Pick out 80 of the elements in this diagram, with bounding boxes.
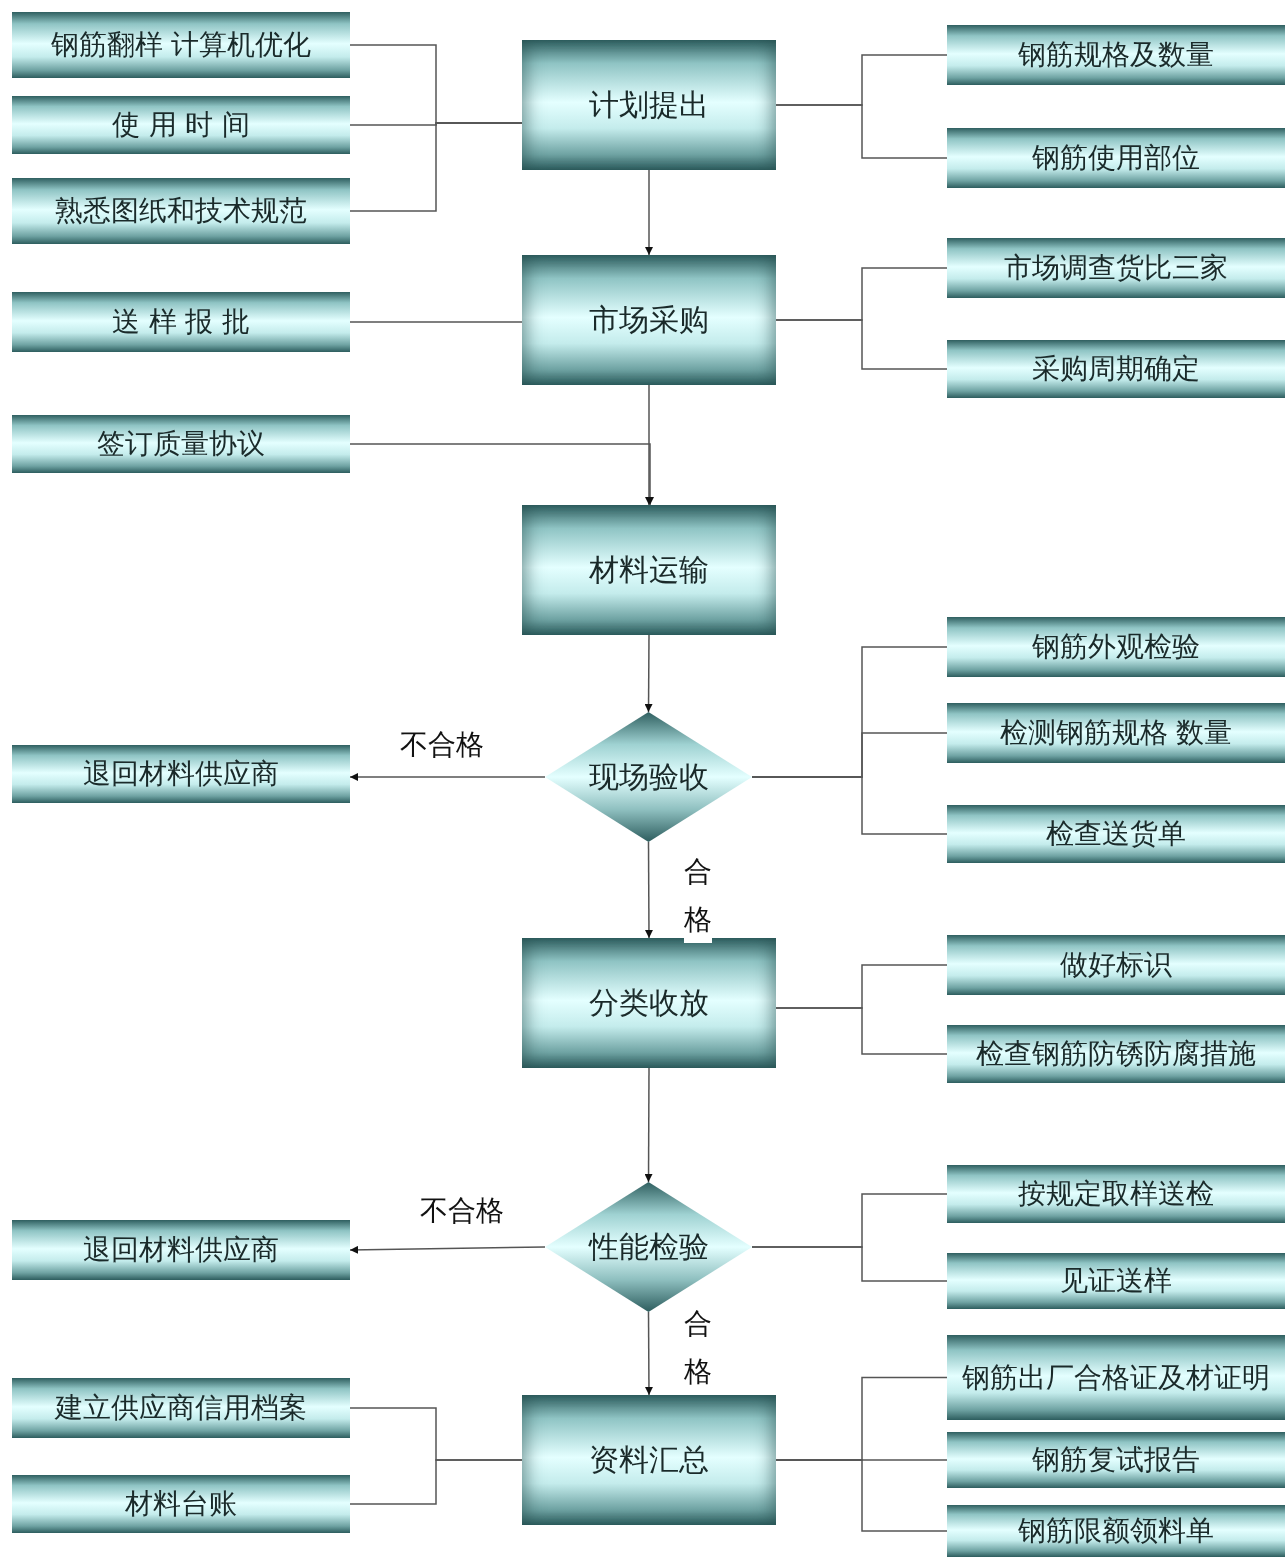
connector-line (349, 1459, 523, 1505)
arrow (349, 1245, 546, 1254)
box-label: 分类收放 (589, 985, 709, 1021)
connector-line (349, 321, 523, 323)
note-box (947, 935, 1285, 995)
process-box (522, 938, 776, 1068)
note-box (12, 96, 350, 154)
note-box (12, 1475, 350, 1533)
connector-line (751, 776, 948, 835)
note-box (12, 1378, 350, 1438)
note-box (947, 805, 1285, 863)
edge-label: 不合格 (420, 1196, 504, 1227)
box-label: 钢筋复试报告 (1032, 1443, 1200, 1477)
note-box (12, 415, 350, 473)
arrow (644, 634, 653, 713)
box-label: 市场调查货比三家 (1004, 251, 1228, 285)
process-box (522, 40, 776, 170)
note-box (12, 12, 350, 78)
decision-diamond (545, 712, 752, 842)
connector-line (349, 122, 523, 212)
connector-line (751, 1246, 948, 1282)
edge-label: 不合格 (400, 730, 484, 761)
box-label: 采购周期确定 (1032, 352, 1200, 386)
box-label: 材料台账 (125, 1487, 237, 1521)
connector-line (775, 1459, 948, 1532)
note-box (947, 238, 1285, 298)
note-box (947, 1025, 1285, 1083)
box-label: 计划提出 (589, 87, 709, 123)
box-label: 签订质量协议 (97, 427, 265, 461)
box-label: 钢筋翻样 计算机优化 (50, 28, 312, 62)
note-box (12, 178, 350, 244)
arrow (644, 841, 653, 939)
connector-line (775, 104, 948, 159)
box-label: 做好标识 (1060, 948, 1172, 982)
box-label: 钢筋规格及数量 (1018, 38, 1214, 72)
note-box (12, 1220, 350, 1280)
box-label: 退回材料供应商 (83, 757, 279, 791)
box-label: 熟悉图纸和技术规范 (55, 194, 307, 228)
note-box (947, 703, 1285, 763)
arrow (349, 773, 546, 781)
note-box (947, 617, 1285, 677)
arrow (645, 169, 653, 256)
note-box (947, 1165, 1285, 1223)
box-label: 现场验收 (588, 759, 709, 795)
box-label: 钢筋使用部位 (1032, 141, 1200, 175)
box-label: 钢筋限额领料单 (1018, 1514, 1214, 1548)
box-label: 按规定取样送检 (1018, 1177, 1214, 1211)
process-box (522, 255, 776, 385)
note-box (12, 292, 350, 352)
arrow (349, 443, 654, 506)
box-label: 检查钢筋防锈防腐措施 (976, 1037, 1256, 1071)
box-label: 钢筋出厂合格证及材证明 (962, 1360, 1270, 1395)
process-box (522, 1395, 776, 1525)
arrow (645, 384, 653, 506)
connector-line (775, 1007, 948, 1055)
note-box (947, 1432, 1285, 1488)
box-label: 建立供应商信用档案 (55, 1391, 307, 1425)
box-label: 退回材料供应商 (83, 1233, 279, 1267)
note-box (947, 1253, 1285, 1309)
note-box (947, 1335, 1285, 1420)
note-box (947, 25, 1285, 85)
arrow (644, 1311, 653, 1396)
box-label: 资料汇总 (589, 1442, 709, 1478)
note-box (12, 745, 350, 803)
box-label: 市场采购 (589, 302, 709, 338)
box-label: 见证送样 (1060, 1264, 1172, 1298)
box-label: 送 样 报 批 (111, 305, 251, 339)
box-label: 性能检验 (588, 1229, 709, 1265)
process-box (522, 505, 776, 635)
arrow (644, 1067, 653, 1183)
note-box (947, 128, 1285, 188)
decision-diamond (545, 1182, 752, 1312)
box-label: 使 用 时 间 (111, 108, 251, 142)
box-label: 检查送货单 (1046, 817, 1186, 851)
note-box (947, 340, 1285, 398)
box-label: 检测钢筋规格 数量 (999, 716, 1233, 750)
note-box (947, 1505, 1285, 1557)
box-label: 钢筋外观检验 (1032, 630, 1200, 664)
connector-line (775, 319, 948, 370)
box-label: 材料运输 (589, 552, 709, 588)
